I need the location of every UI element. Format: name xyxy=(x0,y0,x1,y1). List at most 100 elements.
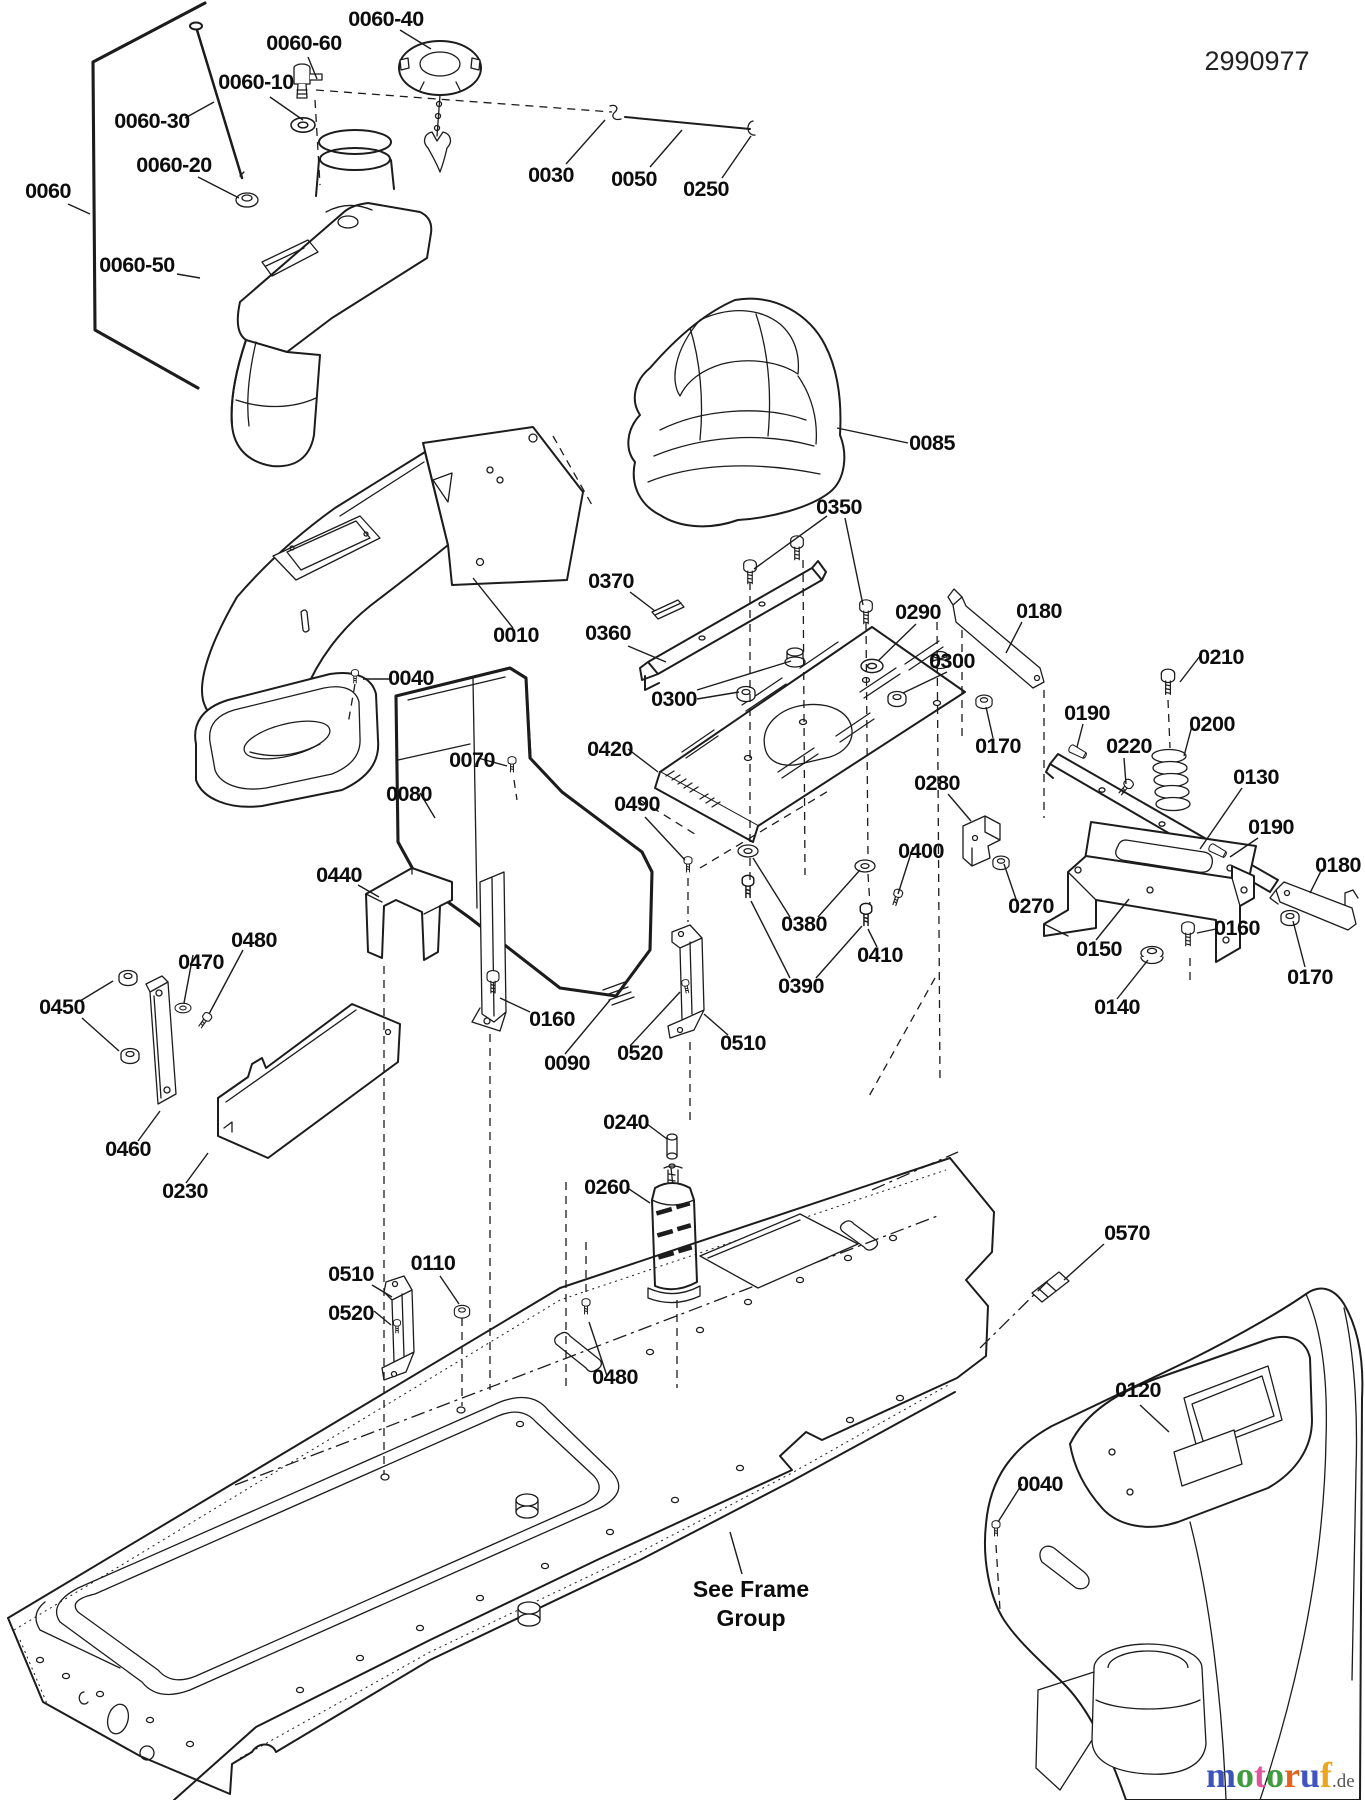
part-label-0170-a: 0170 xyxy=(975,734,1021,758)
choke-rod-assembly xyxy=(314,89,756,186)
fuel-tank xyxy=(230,129,433,468)
console xyxy=(194,426,584,808)
part-label-0030: 0030 xyxy=(528,163,574,187)
part-label-0520-a: 0520 xyxy=(617,1041,663,1065)
part-label-0090: 0090 xyxy=(544,1051,590,1075)
part-label-0300-a: 0300 xyxy=(929,649,975,673)
part-label-0180-b: 0180 xyxy=(1315,853,1361,877)
part-label-0210: 0210 xyxy=(1198,645,1244,669)
part-label-0260: 0260 xyxy=(584,1175,630,1199)
part-label-0140: 0140 xyxy=(1094,995,1140,1019)
footwell-cutout xyxy=(55,1396,620,1696)
part-label-0060-30: 0060-30 xyxy=(114,109,190,133)
washer-0290 xyxy=(860,658,884,674)
part-label-0570: 0570 xyxy=(1104,1221,1150,1245)
part-label-0270: 0270 xyxy=(1008,894,1054,918)
screw-0490 xyxy=(683,856,693,873)
part-label-0050: 0050 xyxy=(611,167,657,191)
spacer-0370 xyxy=(651,599,685,620)
part-label-0220: 0220 xyxy=(1106,734,1152,758)
bolt-0210 xyxy=(1160,668,1176,695)
nut-0170-a xyxy=(975,694,993,710)
part-label-0180-a: 0180 xyxy=(1016,599,1062,623)
part-label-0470: 0470 xyxy=(178,950,224,974)
console-side-panel xyxy=(422,426,584,586)
screw-0480-a xyxy=(196,1010,214,1030)
part-label-0190-a: 0190 xyxy=(1064,701,1110,725)
part-label-0440: 0440 xyxy=(316,863,362,887)
part-label-0350: 0350 xyxy=(816,495,862,519)
see-frame-note-line1: See Frame xyxy=(693,1576,809,1602)
part-label-0480-a: 0480 xyxy=(231,928,277,952)
part-label-0160-a: 0160 xyxy=(1214,916,1260,940)
gasket-strip-0090 xyxy=(602,981,635,1006)
part-label-0080: 0080 xyxy=(386,782,432,806)
washer-0380-2 xyxy=(854,859,876,873)
bolt-0350-2 xyxy=(790,535,804,561)
part-label-0240: 0240 xyxy=(603,1110,649,1134)
part-label-0400: 0400 xyxy=(898,839,944,863)
part-label-0300-b: 0300 xyxy=(651,687,697,711)
part-label-0410: 0410 xyxy=(857,943,903,967)
nut-0300-right xyxy=(887,690,907,708)
washer-0140 xyxy=(1140,945,1164,965)
part-label-0520-b: 0520 xyxy=(328,1301,374,1325)
screw-0390-1 xyxy=(741,874,755,899)
nut-0170-b xyxy=(1280,909,1300,927)
part-label-0085: 0085 xyxy=(909,431,955,455)
part-label-0070: 0070 xyxy=(449,748,495,772)
bolt-0350-1 xyxy=(743,559,757,585)
part-label-0510-a: 0510 xyxy=(720,1031,766,1055)
part-label-0130: 0130 xyxy=(1233,765,1279,789)
part-label-0250: 0250 xyxy=(683,177,729,201)
fuel-tank-group-bracket xyxy=(91,1,207,390)
nut-0270 xyxy=(992,855,1010,871)
part-label-0120: 0120 xyxy=(1115,1378,1161,1402)
part-labels: 0060-400060-600060-100060-300060-2000600… xyxy=(25,7,1362,1496)
clip-0250 xyxy=(747,120,756,136)
part-label-0360: 0360 xyxy=(585,621,631,645)
part-label-0060-20: 0060-20 xyxy=(136,153,212,177)
washer-0470 xyxy=(174,1002,192,1014)
part-label-0200: 0200 xyxy=(1189,712,1235,736)
part-label-0370: 0370 xyxy=(588,569,634,593)
shield-bracket-left xyxy=(471,871,507,1032)
part-label-0150: 0150 xyxy=(1076,937,1122,961)
fuel-valve xyxy=(293,63,323,99)
clip-0030 xyxy=(609,104,622,121)
part-label-0040-b: 0040 xyxy=(1017,1472,1063,1496)
document-number: 2990977 xyxy=(1204,46,1309,76)
part-label-0510-b: 0510 xyxy=(328,1262,374,1286)
bolt-0160-right xyxy=(1181,921,1195,947)
seat-plate xyxy=(654,626,966,843)
bolt-0350-3 xyxy=(859,599,873,625)
part-label-0450: 0450 xyxy=(39,995,85,1019)
bracket-0150 xyxy=(1043,855,1255,963)
washer-0380-1 xyxy=(737,844,759,858)
shock-mount-0260 xyxy=(647,1165,701,1304)
part-label-0380: 0380 xyxy=(781,912,827,936)
spring-0200 xyxy=(1151,748,1191,812)
part-label-0290: 0290 xyxy=(895,600,941,624)
part-label-0390: 0390 xyxy=(778,974,824,998)
part-label-0230: 0230 xyxy=(162,1179,208,1203)
plate-0230 xyxy=(217,1003,401,1159)
part-label-0110: 0110 xyxy=(411,1251,456,1275)
screw-0400 xyxy=(889,887,905,907)
bushing-0300-b xyxy=(930,650,950,670)
fuel-cap xyxy=(398,40,482,173)
grommet-0060-20 xyxy=(235,192,259,208)
part-label-0060-10: 0060-10 xyxy=(218,70,294,94)
fender xyxy=(983,1287,1364,1800)
part-label-0010: 0010 xyxy=(493,623,539,647)
part-label-0420: 0420 xyxy=(587,737,633,761)
part-label-0460: 0460 xyxy=(105,1137,151,1161)
bushing-0300 xyxy=(784,647,806,668)
part-label-0160-b: 0160 xyxy=(529,1007,575,1031)
motoruf-logo: motoruf.de xyxy=(1206,1755,1355,1795)
nut-0300-left xyxy=(736,685,756,703)
stud-0570 xyxy=(1031,1271,1070,1303)
part-label-0060-60: 0060-60 xyxy=(266,31,342,55)
nut-0450-2 xyxy=(120,1047,140,1065)
